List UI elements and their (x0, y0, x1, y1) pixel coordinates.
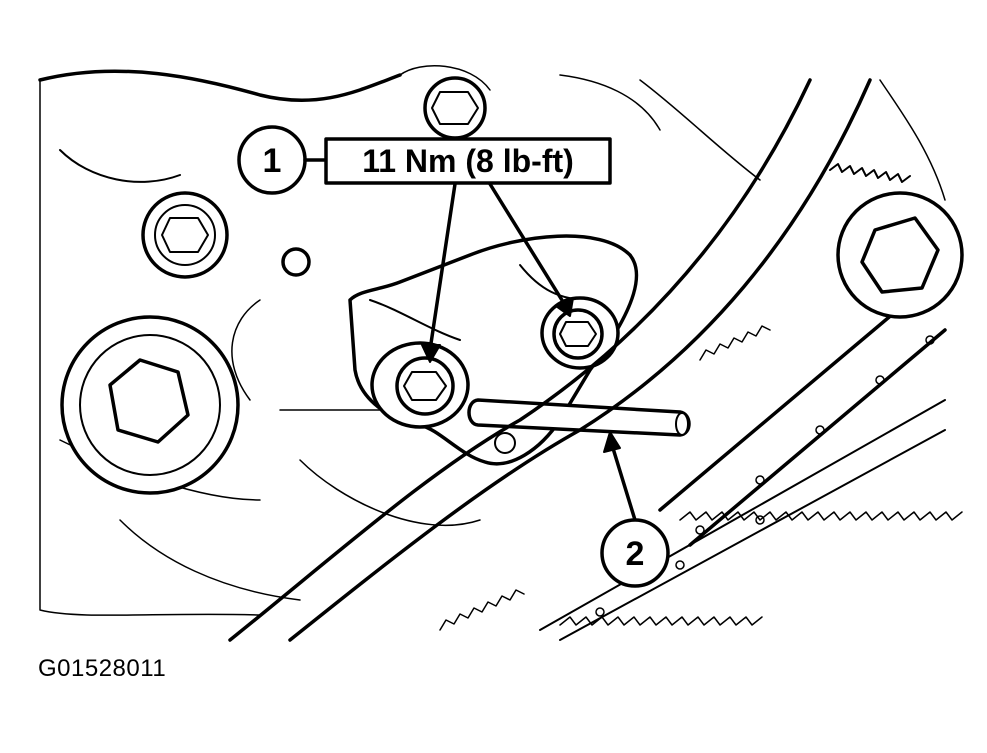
chain-guide-arc (228, 78, 872, 642)
tensioner-bolt-right (540, 296, 620, 370)
top-hex-bolt (423, 76, 487, 140)
lower-sprocket (439, 325, 771, 631)
figure-id-caption: G01528011 (38, 655, 167, 682)
callout-1-number: 1 (263, 142, 282, 180)
callout-1: 1 11 Nm (8 lb-ft) (237, 125, 612, 195)
retaining-pin (467, 398, 691, 454)
left-hex-bolt (141, 191, 229, 279)
callout-1-leaders (421, 182, 574, 363)
large-hex-bolt (60, 315, 240, 495)
cam-sprocket (829, 163, 964, 319)
callout-2-number: 2 (626, 535, 645, 573)
torque-spec-label: 11 Nm (8 lb-ft) (362, 143, 574, 179)
callout-2: 2 (600, 431, 670, 588)
tensioner-bolt-left (370, 341, 470, 429)
engine-housing (38, 65, 946, 616)
small-boss (281, 247, 311, 277)
